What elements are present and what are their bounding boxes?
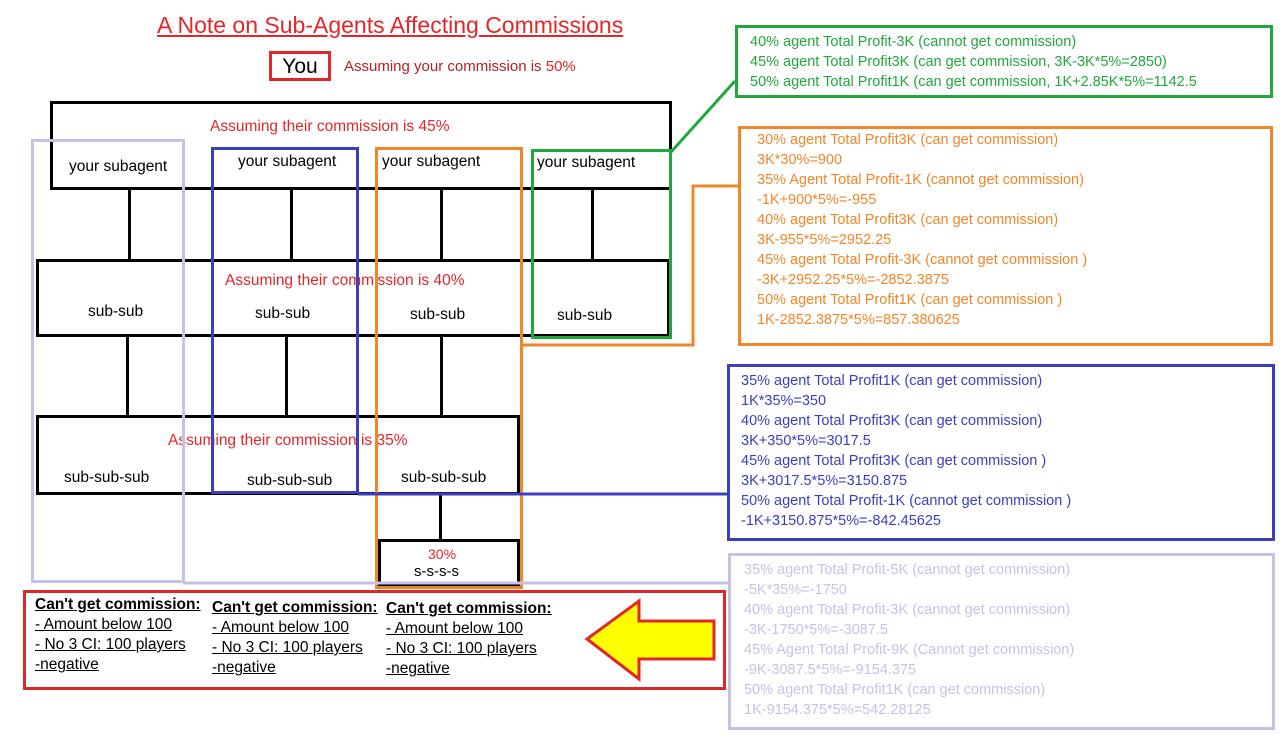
- subagent-label-2: your subagent: [238, 153, 337, 170]
- blue-line-8: -1K+3150.875*5%=-842.45625: [741, 513, 941, 529]
- orange-line-8: -3K+2952.25*5%=-2852.3875: [757, 272, 949, 288]
- rule-item: - Amount below 100: [386, 620, 524, 637]
- blue-line-1: 35% agent Total Profit1K (can get commis…: [741, 373, 1043, 389]
- connector-line: [439, 493, 442, 540]
- orange-line-7: 45% agent Total Profit-3K (cannot get co…: [757, 252, 1088, 268]
- you-note-prefix: Assuming your commission is: [344, 58, 542, 75]
- subagent-label-4: your subagent: [537, 154, 636, 171]
- subsubsub-assumption: Assuming their commission is 35%: [168, 432, 408, 449]
- green-connector: [669, 79, 737, 154]
- connector-line: [285, 335, 288, 417]
- green-line-3: 50% agent Total Profit1K (can get commis…: [750, 74, 1197, 90]
- orange-chain-outline: [375, 147, 523, 589]
- ssss-pct: 30%: [428, 546, 457, 562]
- lavender-line-3: 40% agent Total Profit-3K (cannot get co…: [744, 602, 1071, 618]
- subagent-label-1: your subagent: [69, 158, 168, 175]
- rules-heading: Can't get commission:: [386, 600, 552, 617]
- orange-line-6: 3K-955*5%=2952.25: [757, 232, 892, 248]
- diagram-title: A Note on Sub-Agents Affecting Commissio…: [157, 12, 624, 38]
- orange-line-3: 35% Agent Total Profit-1K (cannot get co…: [757, 172, 1084, 188]
- blue-line-6: 3K+3017.5*5%=3150.875: [741, 473, 908, 489]
- lavender-line-7: 50% agent Total Profit1K (can get commis…: [744, 682, 1046, 698]
- connector-line: [440, 188, 443, 261]
- rules-column-1: Can't get commission: - Amount below 100…: [35, 595, 201, 675]
- rules-column-3: Can't get commission: - Amount below 100…: [386, 599, 552, 679]
- subagent-label-3: your subagent: [382, 153, 481, 170]
- rule-item: -negative: [386, 660, 450, 677]
- subsub-label-1: sub-sub: [88, 303, 144, 320]
- ssss-block: [378, 539, 520, 586]
- lavender-chain-outline: [31, 139, 185, 583]
- rules-heading: Can't get commission:: [35, 596, 201, 613]
- subsub-assumption: Assuming their commission is 40%: [225, 272, 465, 289]
- subsubsub-label-2: sub-sub-sub: [247, 472, 333, 489]
- rule-item: - Amount below 100: [35, 616, 173, 633]
- connector-line: [290, 188, 293, 261]
- lavender-line-5: 45% Agent Total Profit-9K (Cannot get co…: [744, 642, 1075, 658]
- rules-heading: Can't get commission:: [212, 599, 378, 616]
- orange-line-5: 40% agent Total Profit3K (can get commis…: [757, 212, 1059, 228]
- blue-line-3: 40% agent Total Profit3K (can get commis…: [741, 413, 1043, 429]
- orange-line-10: 1K-2852.3875*5%=857.380625: [757, 312, 960, 328]
- you-box: You: [269, 51, 331, 81]
- subsubsub-label-3: sub-sub-sub: [401, 469, 487, 486]
- rule-item: -negative: [212, 659, 276, 676]
- you-commission-note: Assuming your commission is 50%: [344, 58, 576, 75]
- green-line-1: 40% agent Total Profit-3K (cannot get co…: [750, 34, 1077, 50]
- green-calc-panel: 40% agent Total Profit-3K (cannot get co…: [735, 25, 1273, 98]
- lavender-line-8: 1K-9154.375*5%=542.28125: [744, 702, 931, 718]
- blue-line-2: 1K*35%=350: [741, 393, 827, 409]
- orange-line-4: -1K+900*5%=-955: [757, 192, 877, 208]
- green-line-2: 45% agent Total Profit3K (can get commis…: [750, 54, 1167, 70]
- orange-calc-panel: 30% agent Total Profit3K (can get commis…: [738, 126, 1273, 346]
- lavender-calc-panel: 35% agent Total Profit-5K (cannot get co…: [728, 553, 1275, 730]
- connector-line: [126, 335, 129, 417]
- orange-line-9: 50% agent Total Profit1K (can get commis…: [757, 292, 1063, 308]
- commission-rules-box: [23, 590, 726, 690]
- rule-item: -negative: [35, 656, 99, 673]
- lavender-line-1: 35% agent Total Profit-5K (cannot get co…: [744, 562, 1071, 578]
- connector-line: [128, 188, 131, 261]
- subsubsub-label-1: sub-sub-sub: [64, 469, 150, 486]
- blue-chain-outline: [211, 147, 359, 494]
- orange-line-1: 30% agent Total Profit3K (can get commis…: [757, 132, 1059, 148]
- lavender-line-2: -5K*35%=-1750: [744, 582, 847, 598]
- left-arrow-icon: [584, 598, 716, 683]
- subsub-label-2: sub-sub: [255, 305, 311, 322]
- blue-calc-panel: 35% agent Total Profit1K (can get commis…: [727, 364, 1275, 541]
- ssss-label: s-s-s-s: [414, 563, 459, 580]
- blue-line-5: 45% agent Total Profit3K (can get commis…: [741, 453, 1047, 469]
- blue-line-4: 3K+350*5%=3017.5: [741, 433, 871, 449]
- lavender-line-6: -9K-3087.5*5%=-9154.375: [744, 662, 917, 678]
- rule-item: - Amount below 100: [212, 619, 350, 636]
- lavender-line-4: -3K-1750*5%=-3087.5: [744, 622, 888, 638]
- connector-line: [440, 335, 443, 417]
- subsub-label-3: sub-sub: [410, 306, 466, 323]
- rule-item: - No 3 CI: 100 players: [212, 639, 363, 656]
- orange-line-2: 3K*30%=900: [757, 152, 843, 168]
- rule-item: - No 3 CI: 100 players: [386, 640, 537, 657]
- rule-item: - No 3 CI: 100 players: [35, 636, 186, 653]
- rules-column-2: Can't get commission: - Amount below 100…: [212, 598, 378, 678]
- you-note-pct: 50%: [545, 58, 576, 75]
- green-chain-outline: [531, 149, 672, 339]
- blue-line-7: 50% agent Total Profit-1K (cannot get co…: [741, 493, 1072, 509]
- subagent-assumption: Assuming their commission is 45%: [210, 118, 450, 135]
